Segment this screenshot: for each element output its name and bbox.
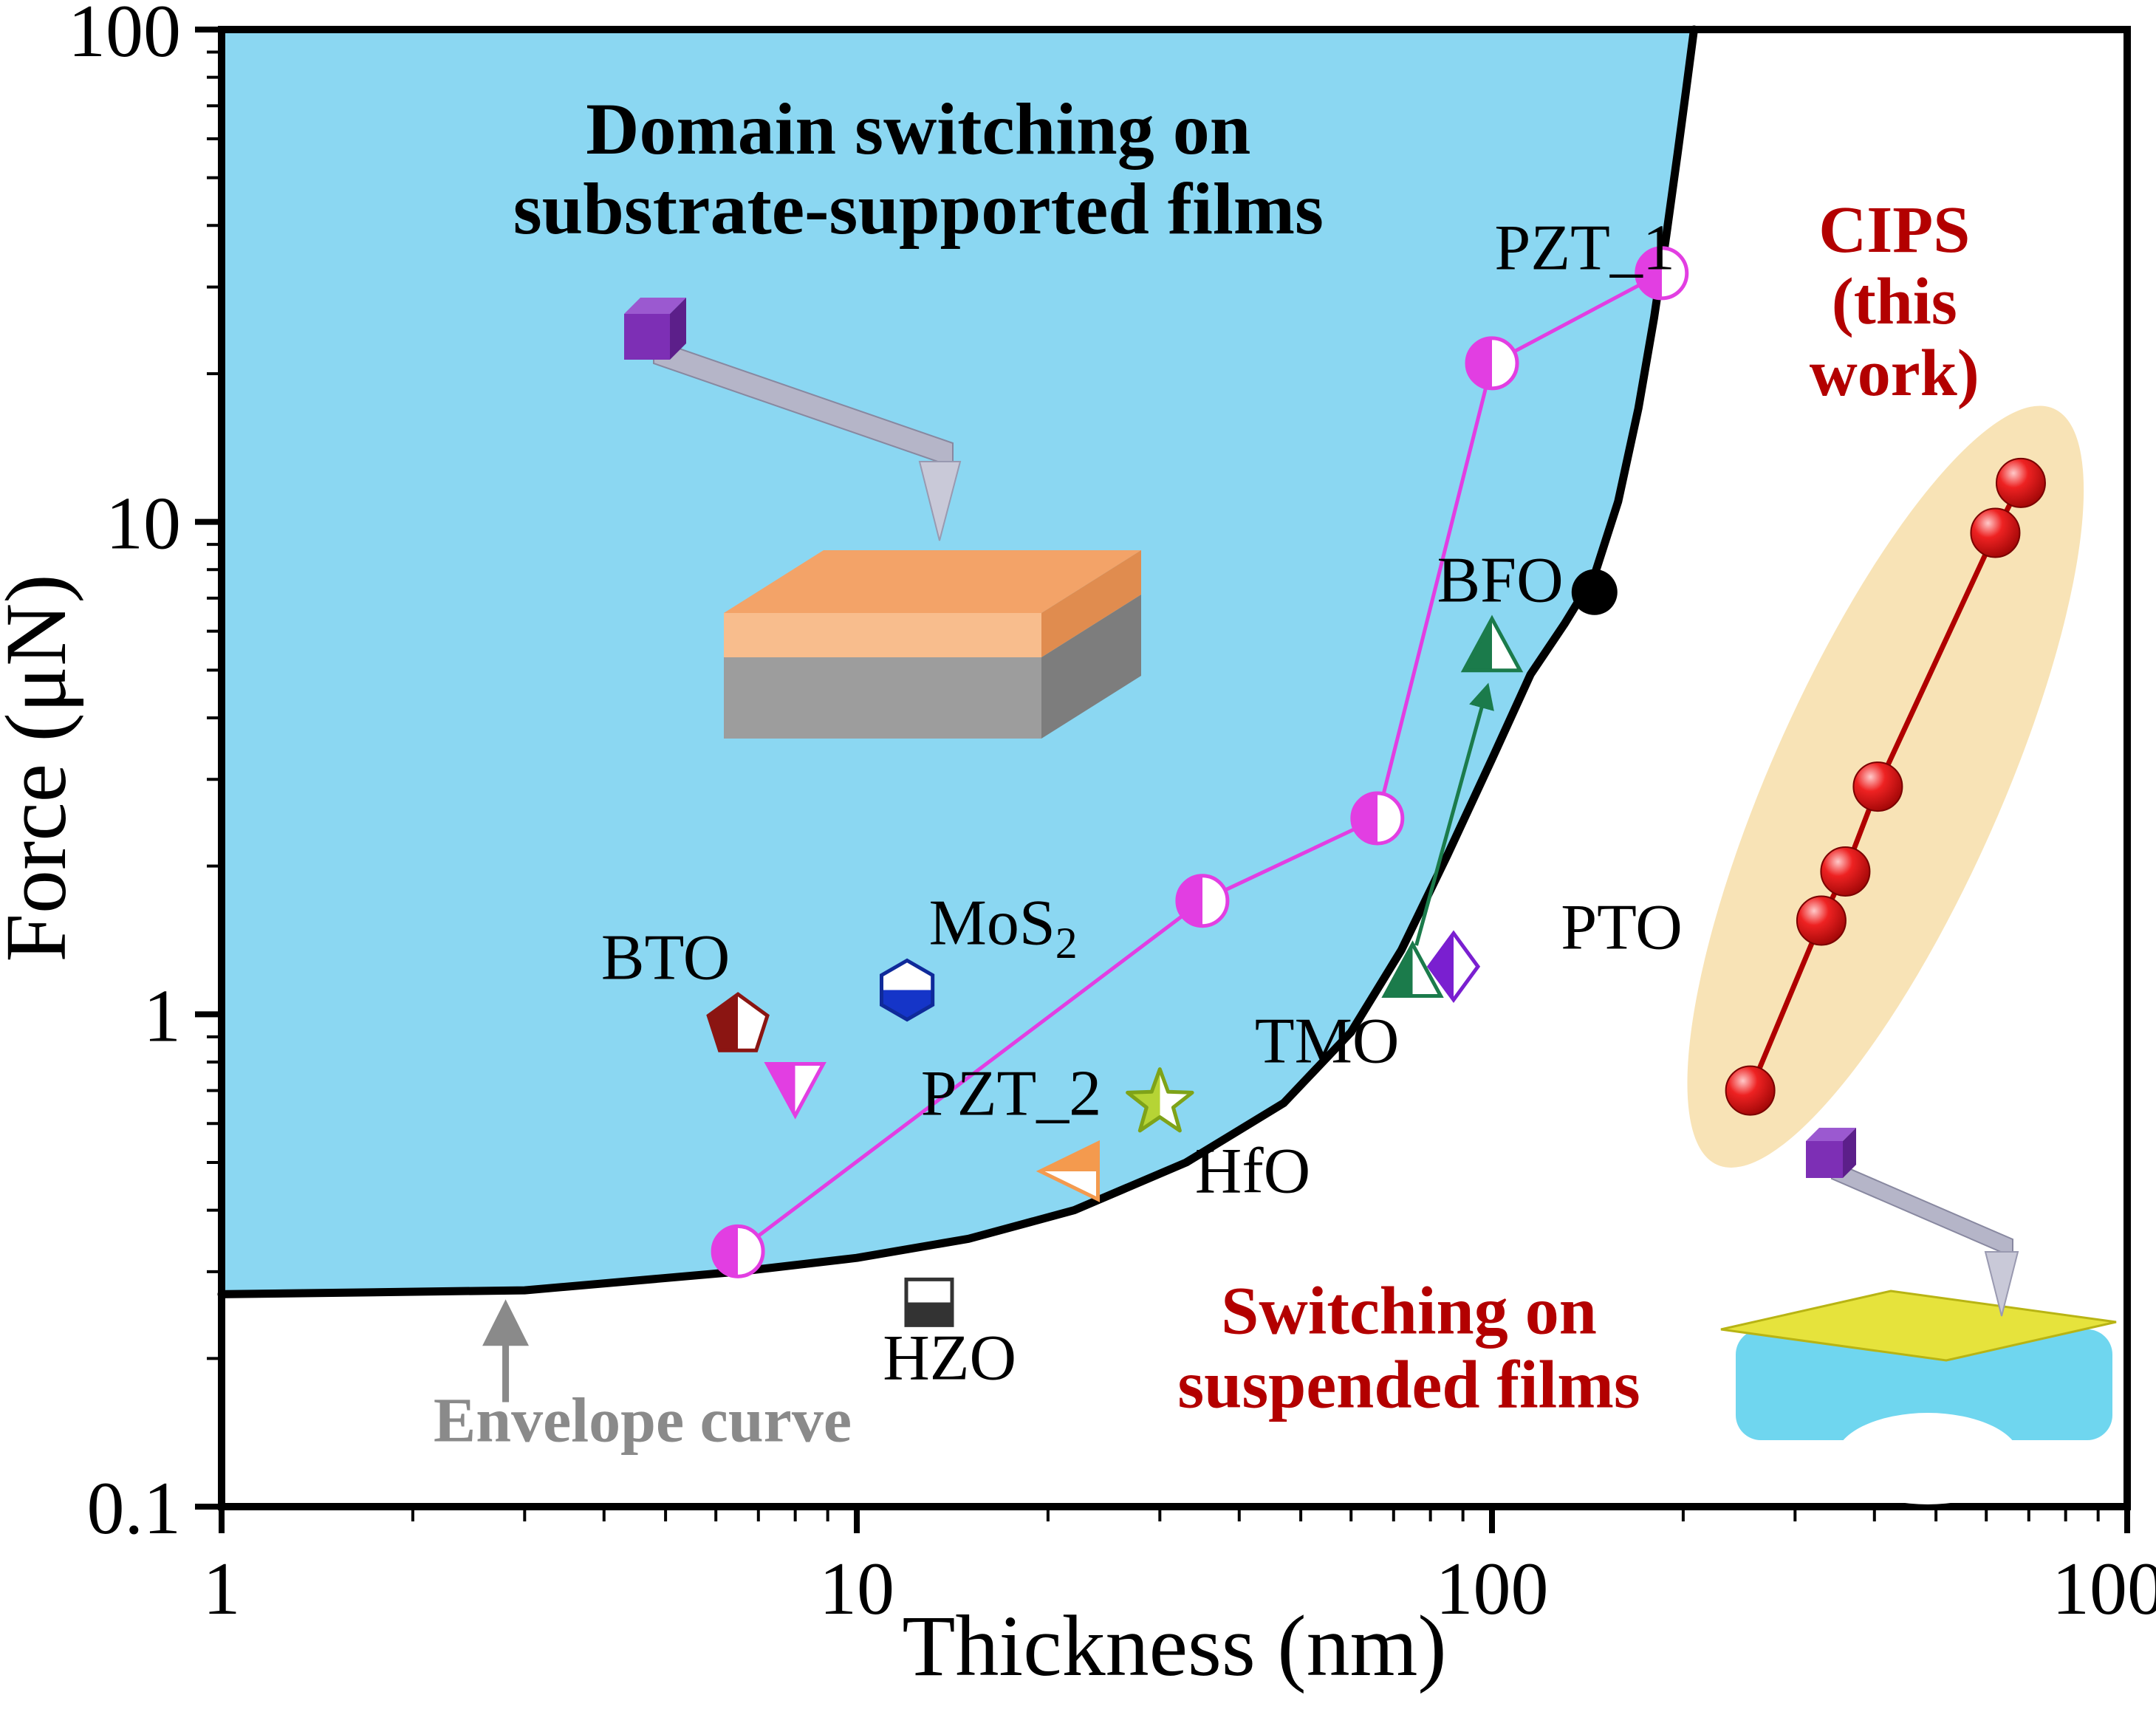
x-tick-label: 10 — [819, 1547, 894, 1631]
marker-BTO_2-0 — [764, 1061, 827, 1120]
y-tick-label: 1 — [143, 974, 181, 1058]
marker-PTO-0 — [1426, 930, 1481, 1003]
marker-PZT_1-2 — [1350, 791, 1405, 846]
marker-TMO-0 — [1126, 1067, 1194, 1133]
suspended-film-illustration — [1720, 1128, 2117, 1504]
marker-CIPS (this work)-4 — [1970, 507, 2021, 558]
marker-CIPS (this work)-5 — [1995, 457, 2046, 508]
marker-BFO-0 — [1571, 569, 1618, 615]
marker-PZT_1-4 — [1635, 246, 1689, 301]
marker-HZO-0 — [904, 1277, 954, 1327]
marker-PZT_1-1 — [1175, 874, 1230, 928]
marker-CIPS (this work)-1 — [1796, 895, 1847, 946]
marker-CIPS (this work)-0 — [1725, 1065, 1776, 1116]
marker-BTO-0 — [706, 992, 770, 1052]
plot-frame — [218, 26, 2131, 1510]
marker-CIPS (this work)-3 — [1852, 761, 1903, 812]
marker-MoS2-0 — [880, 958, 935, 1022]
y-tick-label: 10 — [106, 482, 181, 566]
marker-PZT_1-3 — [1465, 336, 1519, 391]
x-tick-label: 1 — [203, 1547, 241, 1631]
y-tick-label: 100 — [68, 0, 181, 73]
y-axis-title: Force (μN) — [0, 574, 84, 962]
marker-PZT_2-0 — [1036, 1140, 1100, 1202]
x-axis-title: Thickness (nm) — [902, 1597, 1446, 1694]
marker-BFO_triangles-1 — [1460, 614, 1524, 673]
marker-CIPS (this work)-2 — [1820, 846, 1871, 897]
bfo-arrow — [1414, 682, 1494, 946]
y-tick-label: 0.1 — [87, 1467, 182, 1550]
marker-PZT_1-0 — [711, 1224, 765, 1278]
substrate-film-illustration — [624, 298, 1141, 739]
marker-BFO_triangles-0 — [1381, 940, 1444, 999]
x-tick-label: 100 — [1436, 1547, 1549, 1631]
